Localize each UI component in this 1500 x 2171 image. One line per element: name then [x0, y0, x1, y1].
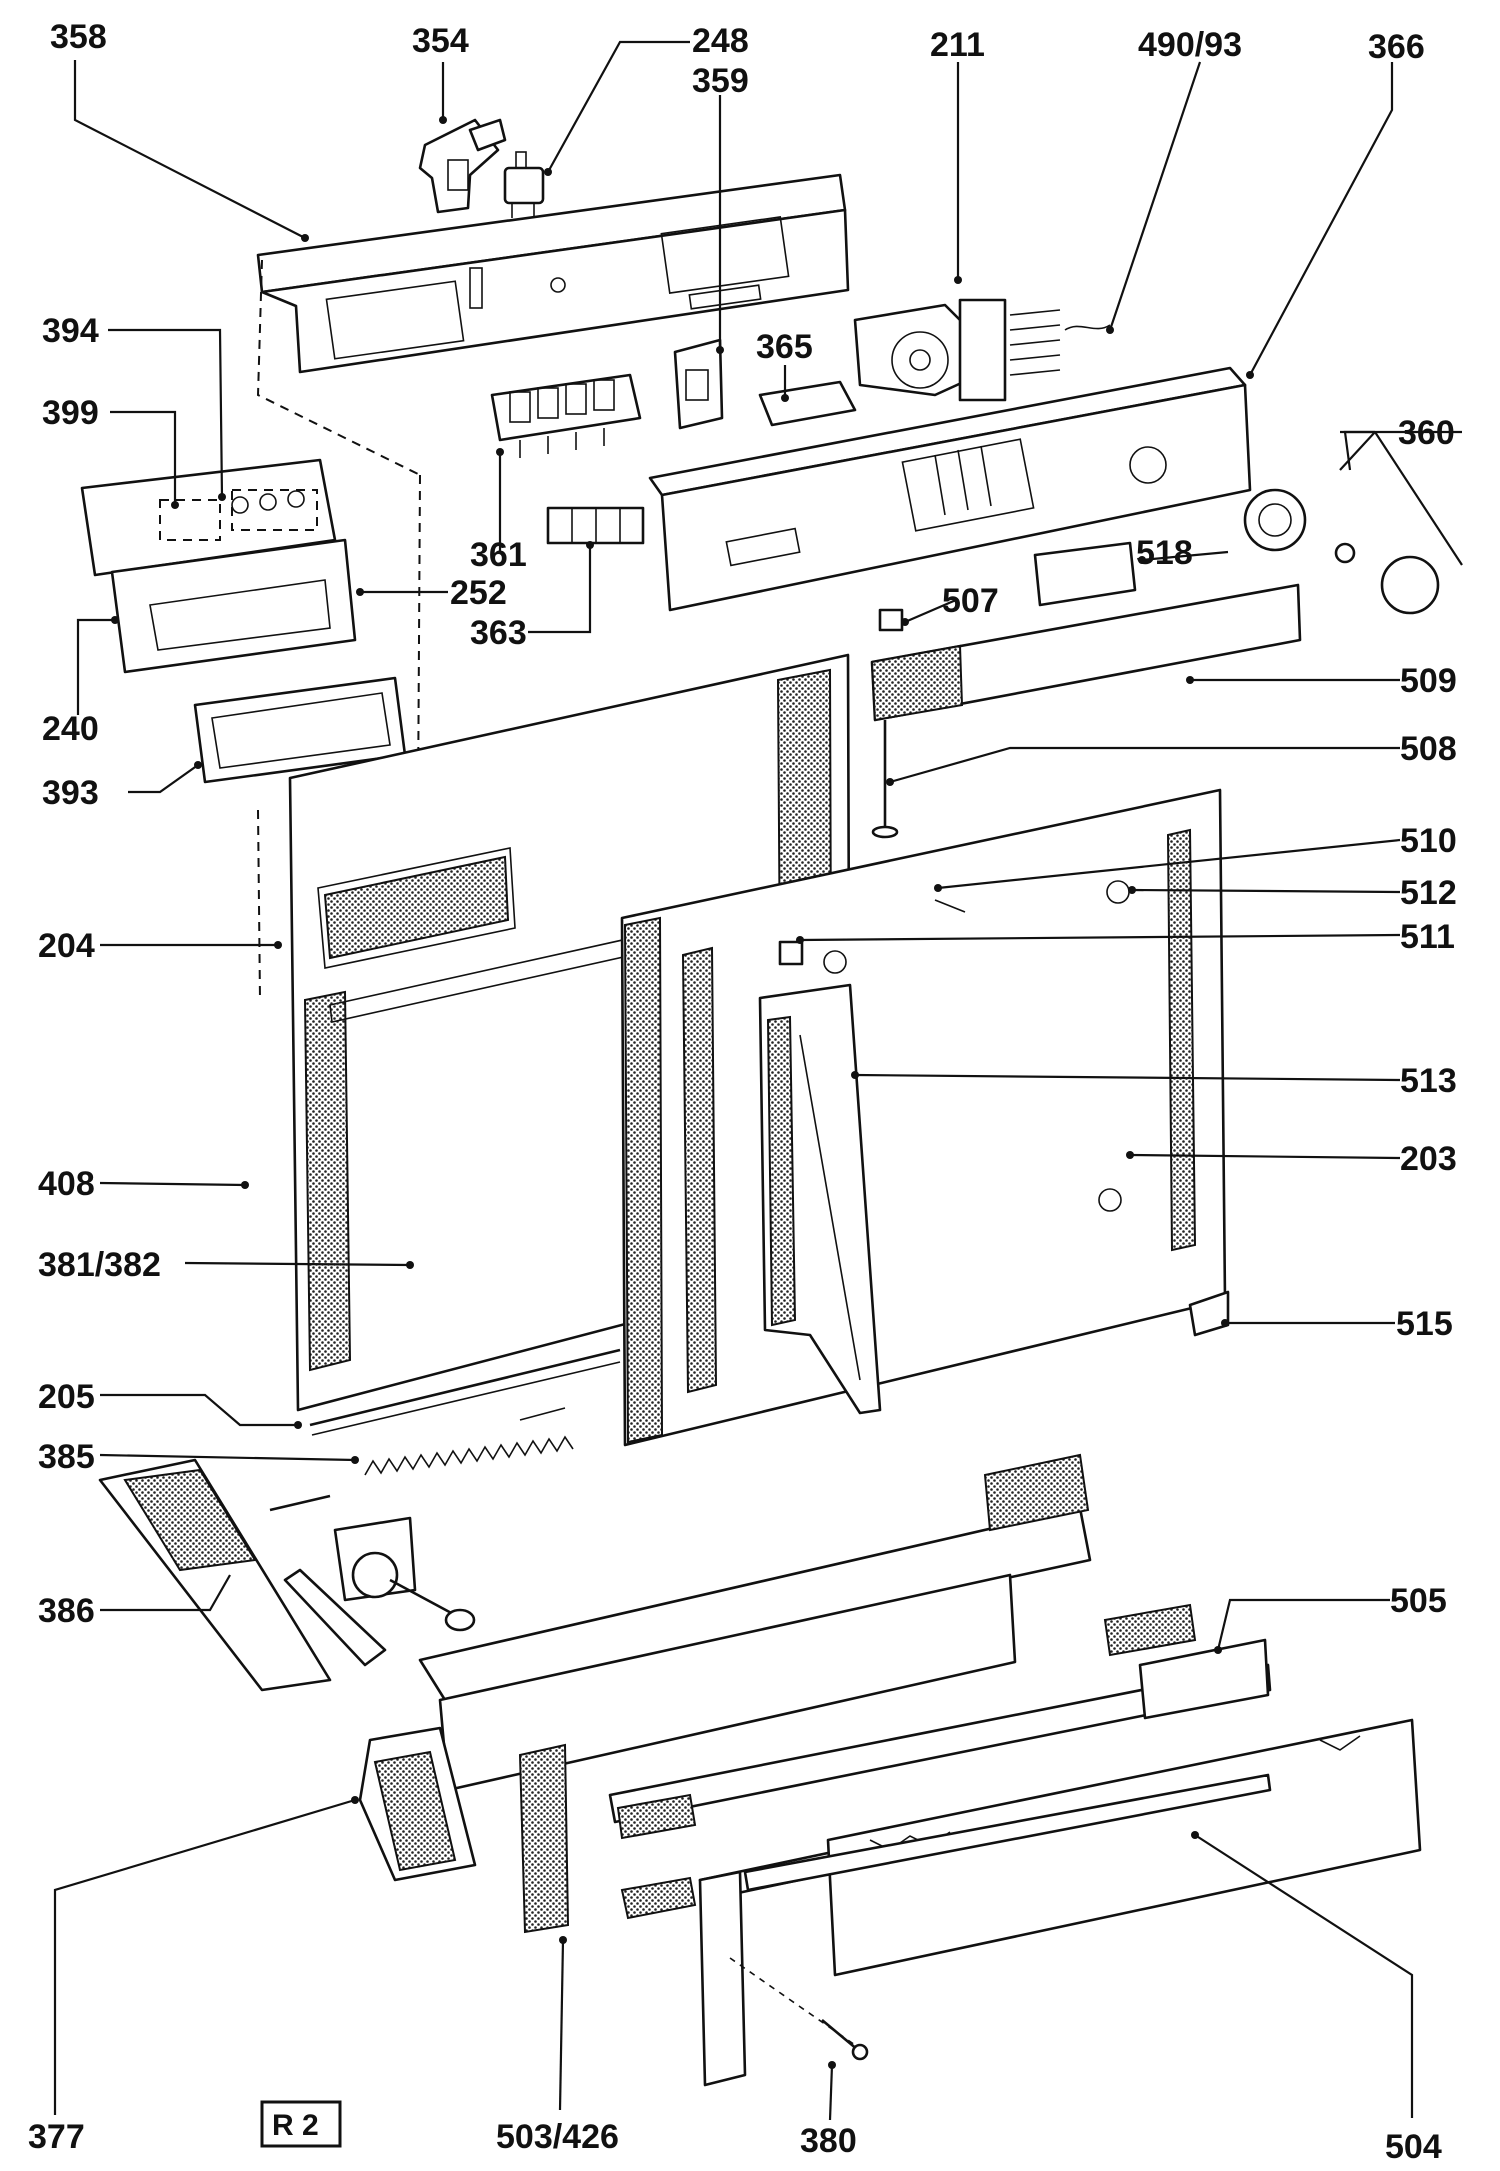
rod-508 [871, 720, 899, 839]
callout-240: 240 [42, 710, 99, 748]
control-panel-fascia-366 [648, 366, 1252, 612]
screw-380 [821, 2019, 869, 2061]
callout-366: 366 [1368, 28, 1425, 66]
callout-361: 361 [470, 536, 527, 574]
callout-365: 365 [756, 328, 813, 366]
callout-labels: 358 354 248 359 211 490/93 366 394 399 3… [28, 18, 1457, 2166]
callout-360: 360 [1398, 414, 1455, 452]
callout-248: 248 [692, 22, 749, 60]
bracket-359 [673, 338, 724, 430]
revision-box: R 2 [260, 2100, 342, 2148]
callout-203: 203 [1400, 1140, 1457, 1178]
callout-510: 510 [1400, 822, 1457, 860]
callout-399: 399 [42, 394, 99, 432]
callout-359: 359 [692, 62, 749, 100]
hinge-mechanism-386 [98, 1458, 476, 1692]
callout-504: 504 [1385, 2128, 1442, 2166]
knob-511 [778, 940, 804, 966]
callout-205: 205 [38, 1378, 95, 1416]
callout-358: 358 [50, 18, 107, 56]
callout-490-93: 490/93 [1138, 26, 1242, 64]
base-frame-377 [358, 1453, 1092, 1882]
callout-386: 386 [38, 1592, 95, 1630]
callout-393: 393 [42, 774, 99, 812]
callout-408: 408 [38, 1165, 95, 1203]
callout-211: 211 [930, 26, 985, 64]
microswitch-248 [503, 151, 545, 218]
rod-205 [309, 1348, 621, 1436]
upper-rear-panel-358 [256, 173, 850, 374]
callout-513: 513 [1400, 1062, 1457, 1100]
leader-lines [53, 40, 1463, 2121]
callout-394: 394 [42, 312, 99, 350]
knob-360 [1243, 488, 1440, 615]
switch-block-361 [490, 373, 642, 458]
timer-motor-211 [853, 298, 1111, 402]
cover-365 [758, 380, 857, 427]
callout-377: 377 [28, 2118, 85, 2156]
switch-bracket-354 [418, 118, 507, 214]
dispenser-assembly [80, 458, 407, 784]
button-set-363 [546, 506, 645, 545]
revision-label: R 2 [272, 2109, 319, 2142]
callout-381-382: 381/382 [38, 1246, 161, 1284]
callout-507: 507 [942, 582, 999, 620]
callout-204: 204 [38, 927, 95, 965]
callout-503-426: 503/426 [496, 2118, 619, 2156]
bracket-518 [1033, 541, 1137, 607]
callout-252: 252 [450, 574, 507, 612]
clip-507 [878, 608, 904, 632]
callout-380: 380 [800, 2122, 857, 2160]
bracket-505 [1103, 1603, 1270, 1720]
callout-512: 512 [1400, 874, 1457, 912]
hinge-frame-513 [758, 983, 882, 1415]
rail-509 [870, 583, 1302, 722]
callout-511: 511 [1400, 918, 1455, 956]
spring-385 [364, 1407, 574, 1476]
callout-363: 363 [470, 614, 527, 652]
callout-385: 385 [38, 1438, 95, 1476]
callout-508: 508 [1400, 730, 1457, 768]
callout-515: 515 [1396, 1305, 1453, 1343]
callout-354: 354 [412, 22, 469, 60]
plinth-panel [698, 1773, 1272, 2087]
callout-509: 509 [1400, 662, 1457, 700]
callout-518: 518 [1136, 534, 1193, 572]
callout-505: 505 [1390, 1582, 1447, 1620]
